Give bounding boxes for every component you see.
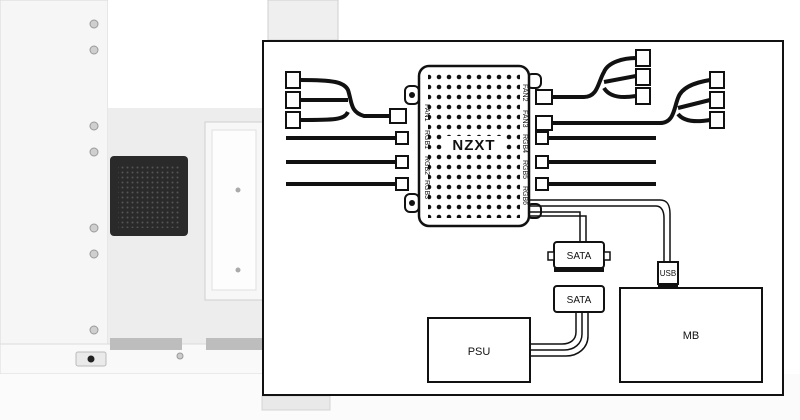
psu-sata-cable <box>530 312 589 357</box>
port-label-rgb6: RGB6 <box>521 186 528 205</box>
wiring-diagram-panel: NZXT FAN1 RGB1 RGB2 RGB3 FAN2 FAN3 RGB4 … <box>262 40 784 396</box>
sata-connector-hub-side: SATA <box>547 241 611 272</box>
fan-connectors-left <box>285 71 301 129</box>
motherboard-label: MB <box>683 330 700 342</box>
hub-brand-logo: NZXT <box>452 137 495 154</box>
rgb-cables-left <box>286 136 396 186</box>
fan2-plug <box>535 89 553 105</box>
port-label-rgb4: RGB4 <box>521 134 528 153</box>
fan1-splitter-cable <box>299 78 390 122</box>
port-label-fan3: FAN3 <box>521 110 528 128</box>
fan-connectors-right <box>635 49 725 129</box>
port-label-rgb1: RGB1 <box>423 130 430 149</box>
fan1-plug <box>389 108 407 124</box>
psu-box: PSU <box>427 317 531 383</box>
rgb-plugs-right <box>535 131 549 191</box>
rgb-plugs-left <box>395 131 409 191</box>
sata-label-psu-side: SATA <box>567 295 592 306</box>
rgb-cables-right <box>548 136 656 186</box>
port-label-fan2: FAN2 <box>521 84 528 102</box>
fan-splitter-cables-right <box>552 56 711 125</box>
wiring-diagram: NZXT FAN1 RGB1 RGB2 RGB3 FAN2 FAN3 RGB4 … <box>285 49 763 383</box>
hub-output-cables <box>529 199 671 262</box>
port-label-rgb2: RGB2 <box>423 156 430 175</box>
usb-connector: USB <box>657 261 679 288</box>
motherboard-box: MB <box>619 287 763 383</box>
port-label-rgb5: RGB5 <box>521 160 528 179</box>
rgb-fan-hub: NZXT <box>404 64 542 228</box>
fan3-plug <box>535 115 553 131</box>
port-label-fan1: FAN1 <box>423 104 430 122</box>
sata-connector-psu-side: SATA <box>553 285 605 313</box>
port-label-rgb3: RGB3 <box>423 180 430 199</box>
sata-label-hub-side: SATA <box>567 251 592 262</box>
usb-label: USB <box>660 269 676 278</box>
psu-label: PSU <box>468 346 491 358</box>
